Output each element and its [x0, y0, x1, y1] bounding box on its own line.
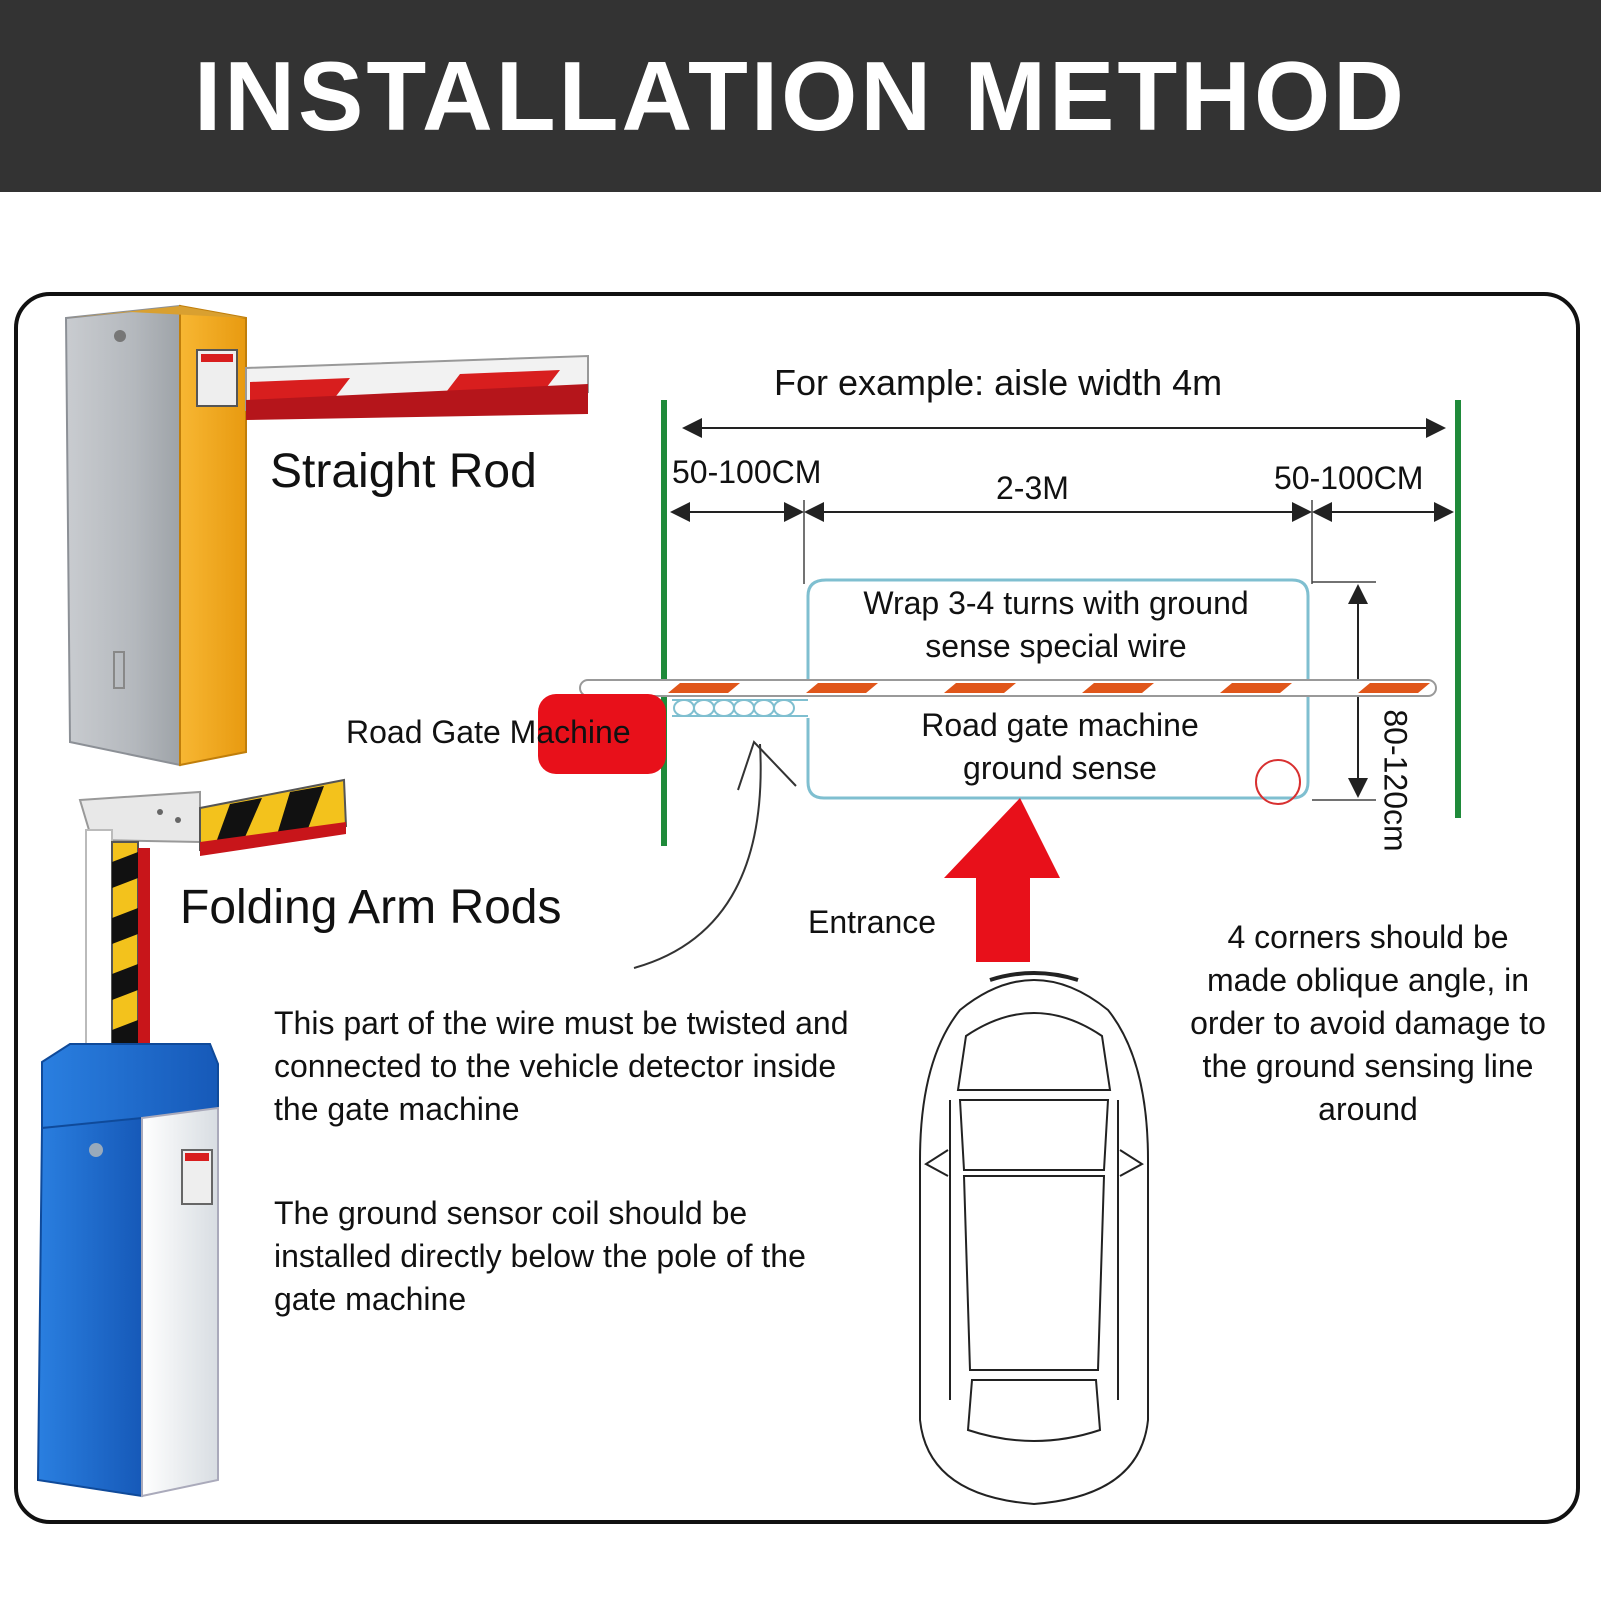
straight-rod-label: Straight Rod	[270, 445, 537, 498]
ground-sense-label: Road gate machine ground sense	[921, 707, 1199, 786]
twisted-wire-note: This part of the wire must be twisted an…	[274, 1005, 849, 1127]
oblique-corner-marker	[1255, 759, 1301, 805]
header-banner: INSTALLATION METHOD	[0, 0, 1601, 192]
corners-note: 4 corners should be made oblique angle, …	[1190, 919, 1546, 1127]
page-title: INSTALLATION METHOD	[194, 40, 1407, 151]
diagram-frame	[14, 292, 1580, 1524]
aisle-width-label: For example: aisle width 4m	[774, 362, 1223, 403]
dim-right-label: 50-100CM	[1274, 460, 1424, 496]
entrance-arrow-icon	[944, 798, 1060, 962]
coil-position-note: The ground sensor coil should be install…	[274, 1195, 806, 1317]
folding-arm-barrier-icon	[36, 778, 348, 1498]
ground-sense-loop	[806, 578, 1310, 800]
barrier-arm	[579, 679, 1437, 697]
entrance-label: Entrance	[808, 904, 937, 940]
straight-barrier-gate-icon	[64, 304, 589, 767]
twisted-wire	[673, 699, 795, 717]
road-gate-machine-label: Road Gate Machine	[346, 714, 631, 750]
road-gate-machine-box	[538, 694, 666, 774]
callout-curve	[633, 743, 762, 969]
car-top-view-icon	[919, 971, 1149, 1506]
wrap-note-label: Wrap 3-4 turns with ground sense special…	[863, 585, 1249, 664]
folding-arm-label: Folding Arm Rods	[180, 881, 562, 934]
dim-vertical-label: 80-120cm	[1377, 709, 1414, 852]
dim-left-label: 50-100CM	[672, 454, 822, 490]
dim-center-label: 2-3M	[996, 470, 1069, 506]
